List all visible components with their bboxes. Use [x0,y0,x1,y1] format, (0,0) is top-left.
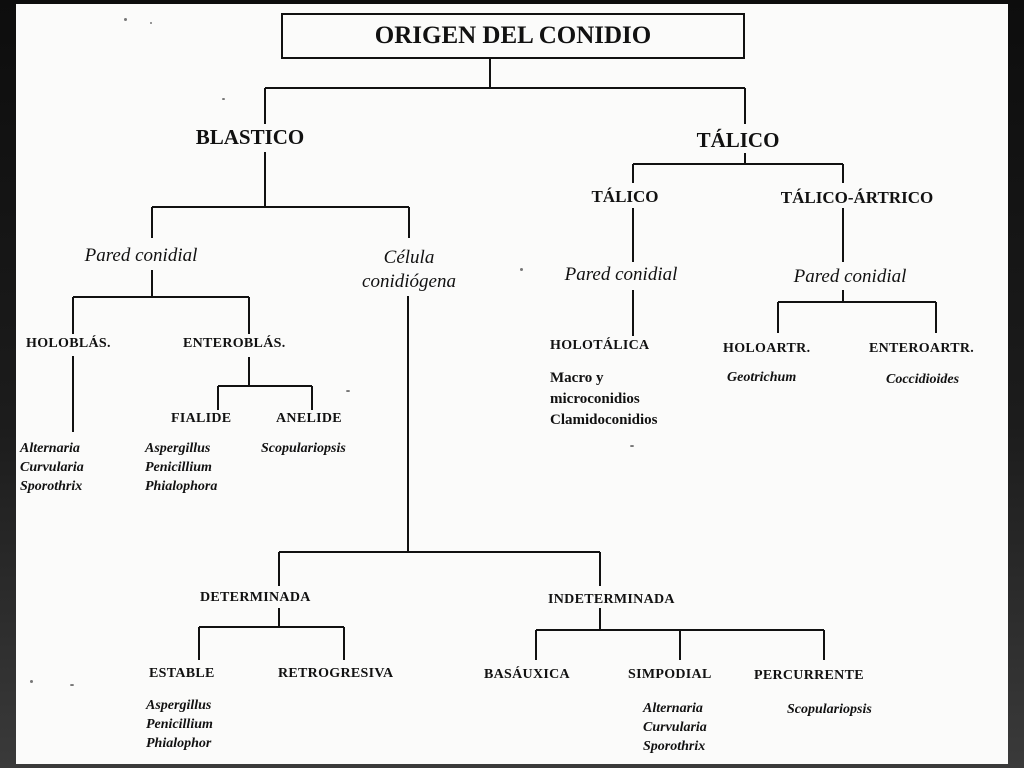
basauxica-label: BASÁUXICA [484,667,570,682]
diagram-sheet [16,4,1008,764]
speck [346,390,350,392]
talico-artrico-label: TÁLICO-ÁRTRICO [780,188,934,207]
talico-pared-conidial-label: Pared conidial [564,264,678,285]
artrico-pared-conidial-label: Pared conidial [793,266,907,287]
blastico-label: BLASTICO [195,125,305,149]
holotalica-label: HOLOTÁLICA [550,338,650,353]
speck [124,18,127,21]
speck [222,98,225,100]
talico-sub-label: TÁLICO [591,187,659,206]
enteroartr-label: ENTEROARTR. [869,341,975,356]
pared-conidial-label: Pared conidial [84,245,198,266]
anelide-label: ANELIDE [276,411,342,426]
speck [630,445,634,447]
diagram-title: ORIGEN DEL CONIDIO [281,13,745,59]
holoblas-examples: Alternaria Curvularia Sporothrix [20,441,84,494]
celula-conidiogena-label: Célula conidiógena [362,247,456,292]
percurrente-examples: Scopulariopsis [787,702,872,717]
speck [70,684,74,686]
holoblas-label: HOLOBLÁS. [26,336,111,351]
speck [520,268,523,271]
speck [30,680,33,683]
enteroblas-label: ENTEROBLÁS. [183,336,286,351]
holotalica-examples: Macro y microconidios Clamidoconidios [550,370,658,428]
speck [150,22,152,24]
simpodial-label: SIMPODIAL [628,667,712,682]
holoartr-label: HOLOARTR. [723,341,811,356]
estable-examples: Aspergillus Penicillium Phialophor [146,698,213,751]
indeterminada-label: INDETERMINADA [548,592,675,607]
talico-label: TÁLICO [696,128,780,152]
estable-label: ESTABLE [149,666,215,681]
retrogresiva-label: RETROGRESIVA [278,666,394,681]
fialide-label: FIALIDE [171,411,232,426]
anelide-examples: Scopulariopsis [261,441,346,456]
enteroartr-examples: Coccidioides [886,372,960,387]
determinada-label: DETERMINADA [200,590,311,605]
simpodial-examples: Alternaria Curvularia Sporothrix [643,701,707,754]
holoartr-examples: Geotrichum [727,370,797,385]
fialide-examples: Aspergillus Penicillium Phialophora [145,441,218,494]
percurrente-label: PERCURRENTE [754,668,864,683]
